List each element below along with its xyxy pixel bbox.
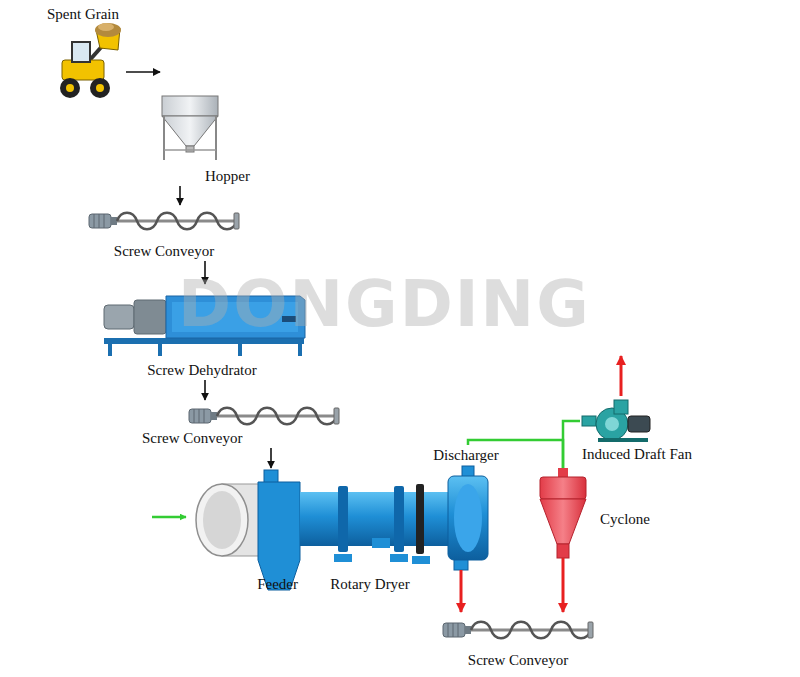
equipment-label: Screw Conveyor [142,429,242,447]
equipment-node: Screw Dehydrator [96,284,308,380]
equipment-node: Screw Conveyor [438,612,598,670]
flow-connector [563,421,580,468]
equipment-node: Spent Grain [40,4,126,100]
watermark: DONGDING [178,266,591,342]
equipment-node: Induced Draft Fan [580,398,720,464]
screw-conveyor-drawing [89,213,239,230]
flow-connector [126,71,160,73]
equipment-node: Feeder [190,468,300,594]
screw-conveyor-drawing [443,622,593,639]
flow-connector [460,570,463,612]
wheel-loader [60,23,121,98]
hot-air-arrow [152,516,186,519]
equipment-label: Hopper [205,167,250,185]
equipment-node: Cyclone [535,468,652,558]
equipment-label: Rotary Dryer [330,575,410,593]
equipment-node: Discharger [425,445,507,570]
equipment-label: Spent Grain [47,5,119,23]
flow-connector [179,186,181,205]
equipment-label: Discharger [433,446,499,464]
cyclone [540,468,586,558]
screw-conveyor-drawing [189,408,339,425]
equipment-node: Hopper [160,60,252,186]
rotary-dryer [196,466,488,590]
equipment-label: Induced Draft Fan [582,445,692,463]
equipment-node: Screw Conveyor [140,400,342,448]
induced-draft-fan [582,400,650,442]
hopper [162,96,218,160]
flow-connector [270,448,272,468]
equipment-label: Screw Conveyor [468,651,568,669]
equipment-node: Screw Conveyor [86,205,242,261]
flow-connector [204,380,206,400]
equipment-label: Cyclone [600,510,650,528]
equipment-node: Rotary Dryer [300,468,440,594]
equipment-label: Feeder [257,575,298,593]
flow-connector [562,558,565,612]
equipment-label: Screw Conveyor [114,242,214,260]
equipment-label: Screw Dehydrator [147,361,257,379]
exhaust-arrow [620,356,623,396]
